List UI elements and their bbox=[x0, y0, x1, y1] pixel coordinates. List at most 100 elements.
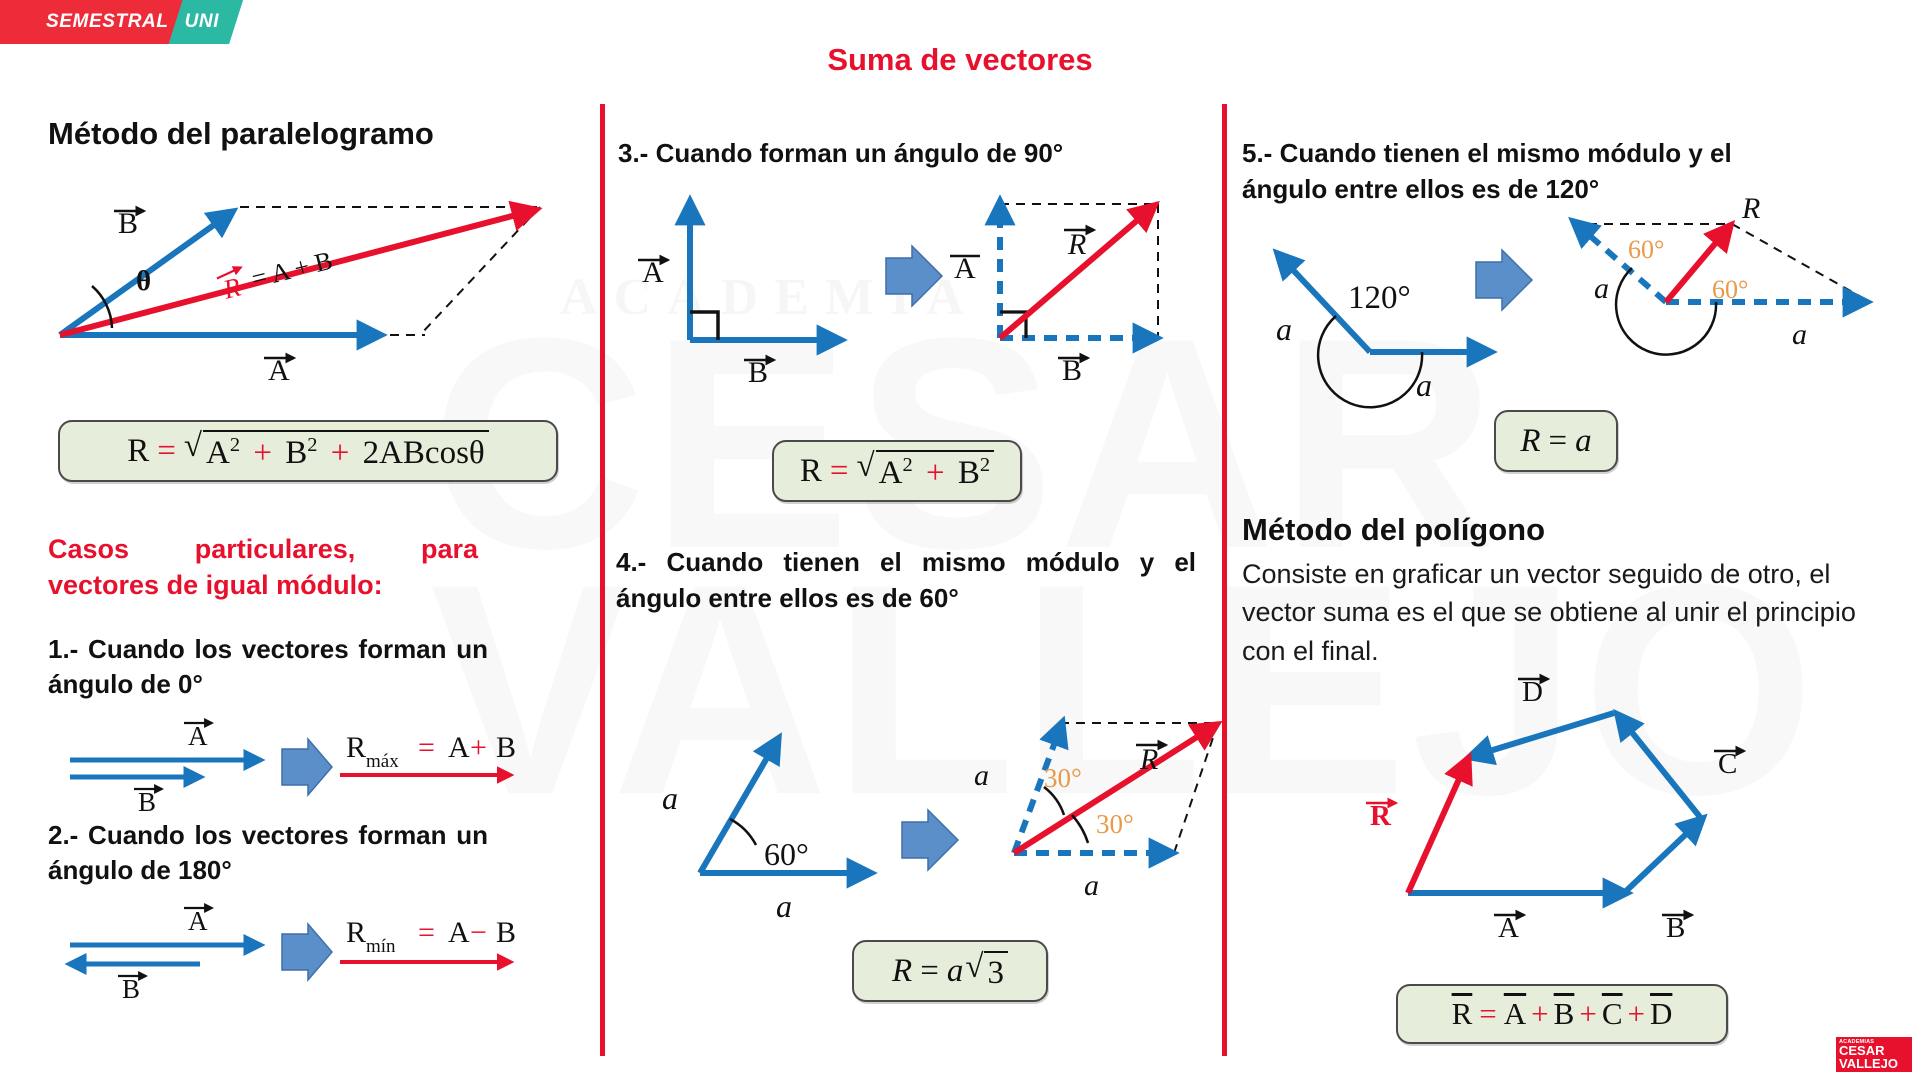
case2-formula-a: A bbox=[448, 916, 470, 949]
case5-right-label-a1: a bbox=[1594, 272, 1609, 305]
formula1-a: A bbox=[206, 435, 230, 471]
formula1-a-pow: 2 bbox=[229, 434, 241, 456]
case2-formula-b: B bbox=[496, 916, 516, 949]
case5-left-angle: 120° bbox=[1348, 280, 1411, 316]
polygon-heading: Método del polígono bbox=[1242, 512, 1546, 547]
svg-text:B: B bbox=[118, 207, 138, 240]
case5-block-arrow bbox=[1475, 248, 1534, 312]
case1-formula-a: A bbox=[448, 731, 470, 764]
formulaP-p3: + bbox=[1627, 996, 1645, 1031]
formula3-a-pow: 2 bbox=[902, 454, 913, 476]
svg-text:B: B bbox=[748, 356, 768, 389]
logo-tagline: ACADEMIAS bbox=[1836, 1037, 1912, 1046]
case4-left-angle: 60° bbox=[764, 836, 809, 872]
polygon-figure: D C A B R bbox=[1366, 673, 1747, 944]
formula1-sqrt: √ bbox=[183, 428, 203, 464]
svg-text:B: B bbox=[1062, 354, 1082, 387]
svg-text:D: D bbox=[1522, 676, 1543, 708]
case2-formula-eq: = bbox=[418, 916, 435, 949]
formula-case3: R = √ A2 + B2 bbox=[772, 440, 1022, 502]
case4-left-label-a1: a bbox=[662, 780, 678, 816]
case5-right-angle-2: 60° bbox=[1712, 275, 1748, 304]
case5-figure-left: a 120° a bbox=[1272, 248, 1498, 409]
case4-right-label-a1: a bbox=[974, 759, 989, 792]
formula-parallelogram: R = √ A2 + B2 + 2ABcosθ bbox=[58, 420, 558, 482]
case1-label-a: A bbox=[184, 718, 214, 751]
block-arrow-icon bbox=[885, 244, 944, 308]
formulaP-d: D bbox=[1650, 996, 1673, 1031]
formulaP-p1: + bbox=[1531, 996, 1549, 1031]
case5-left-label-a1: a bbox=[1276, 311, 1292, 347]
formulaP-b: B bbox=[1553, 996, 1575, 1031]
block-arrow-icon bbox=[281, 921, 333, 983]
formula5-rhs: a bbox=[1575, 422, 1592, 459]
col1-heading: Método del paralelogramo bbox=[48, 116, 434, 151]
case1-formula-lhs: R bbox=[346, 731, 366, 764]
case4-right-angle-1: 30° bbox=[1044, 763, 1082, 793]
svg-text:B: B bbox=[122, 974, 140, 1004]
case4-right-label-r: R bbox=[1136, 739, 1169, 776]
case2-label-a: A bbox=[184, 903, 214, 936]
label-resultant: R = A + B bbox=[216, 246, 336, 305]
formula3-plus: + bbox=[925, 455, 945, 491]
case2-text: 2.- Cuando los vectores forman un ángulo… bbox=[48, 820, 488, 885]
badge-uni: UNI bbox=[169, 0, 244, 44]
page-title: Suma de vectores bbox=[827, 42, 1093, 77]
block-arrow-icon bbox=[901, 808, 960, 872]
case5-right-label-r: R bbox=[1741, 192, 1760, 225]
formula3-sqrt: √ bbox=[856, 448, 875, 484]
formula3-b-pow: 2 bbox=[979, 454, 991, 476]
case3-left-label-a: A bbox=[638, 254, 671, 289]
case5-right-label-a2: a bbox=[1792, 318, 1807, 351]
svg-text:= A + B: = A + B bbox=[249, 246, 336, 294]
logo-name: CESAR VALLEJO bbox=[1836, 1044, 1912, 1072]
formula1-eq: = bbox=[157, 432, 176, 469]
block-arrow-icon bbox=[281, 736, 333, 798]
formula1-b: B bbox=[285, 435, 308, 471]
case2-formula-op: − bbox=[470, 916, 487, 949]
formula1-c: 2ABcosθ bbox=[362, 435, 485, 471]
formula1-plus1: + bbox=[253, 435, 272, 471]
svg-text:A: A bbox=[642, 256, 664, 289]
logo-line2: VALLEJO bbox=[1839, 1055, 1898, 1071]
case2-formula-lhs: R bbox=[346, 916, 366, 949]
case1-text: 1.- Cuando los vectores forman un ángulo… bbox=[48, 634, 488, 699]
case3-figure-left: A B bbox=[638, 194, 848, 389]
formulaP-p2: + bbox=[1579, 996, 1597, 1031]
formula4-eq: = bbox=[920, 952, 939, 989]
polygon-label-d: D bbox=[1518, 673, 1551, 708]
case4-figure-right: a 30° 30° a R bbox=[974, 715, 1223, 902]
case4-block-arrow bbox=[901, 808, 960, 872]
formula4-sqrt: √ bbox=[965, 948, 984, 985]
svg-text:B: B bbox=[1666, 912, 1685, 944]
polygon-label-r: R bbox=[1366, 797, 1399, 832]
formula3-eq: = bbox=[829, 452, 849, 489]
svg-text:A: A bbox=[1498, 912, 1519, 944]
case5-heading: 5.- Cuando tienen el mismo módulo y el á… bbox=[1242, 138, 1732, 204]
case1-formula-op: + bbox=[470, 731, 487, 764]
case5-left-label-a2: a bbox=[1416, 367, 1432, 403]
polygon-label-b: B bbox=[1662, 909, 1695, 944]
case3-figure-right: A B R bbox=[950, 194, 1164, 387]
case3-left-label-b: B bbox=[744, 354, 777, 389]
case2-figure: A B R mín = A − B bbox=[64, 903, 516, 1004]
col1-cases-heading: Casos particulares, para vectores de igu… bbox=[48, 534, 478, 600]
svg-text:A: A bbox=[188, 721, 208, 751]
divider-col2-col3 bbox=[1222, 104, 1227, 1056]
case4-right-angle-2: 30° bbox=[1096, 809, 1134, 839]
polygon-body: Consiste en graficar un vector seguido d… bbox=[1242, 559, 1856, 666]
svg-text:B: B bbox=[138, 787, 156, 817]
label-vec-b: B bbox=[114, 205, 147, 240]
formula4-a: a bbox=[946, 952, 964, 989]
formula-case5: R = a bbox=[1494, 410, 1618, 472]
svg-text:R: R bbox=[1067, 228, 1086, 261]
case3-right-label-b: B bbox=[1058, 352, 1091, 387]
case2-formula-sub: mín bbox=[366, 936, 396, 957]
parallelogram-figure: B A θ R = A + B bbox=[58, 200, 543, 387]
case1-formula-eq: = bbox=[418, 731, 435, 764]
svg-text:A: A bbox=[954, 252, 976, 285]
svg-text:A: A bbox=[188, 906, 208, 936]
case5-figure-right: a 60° 60° a R bbox=[1568, 192, 1874, 356]
case1-figure: A B R máx = A + B bbox=[70, 718, 516, 817]
case1-label-b: B bbox=[134, 784, 164, 817]
